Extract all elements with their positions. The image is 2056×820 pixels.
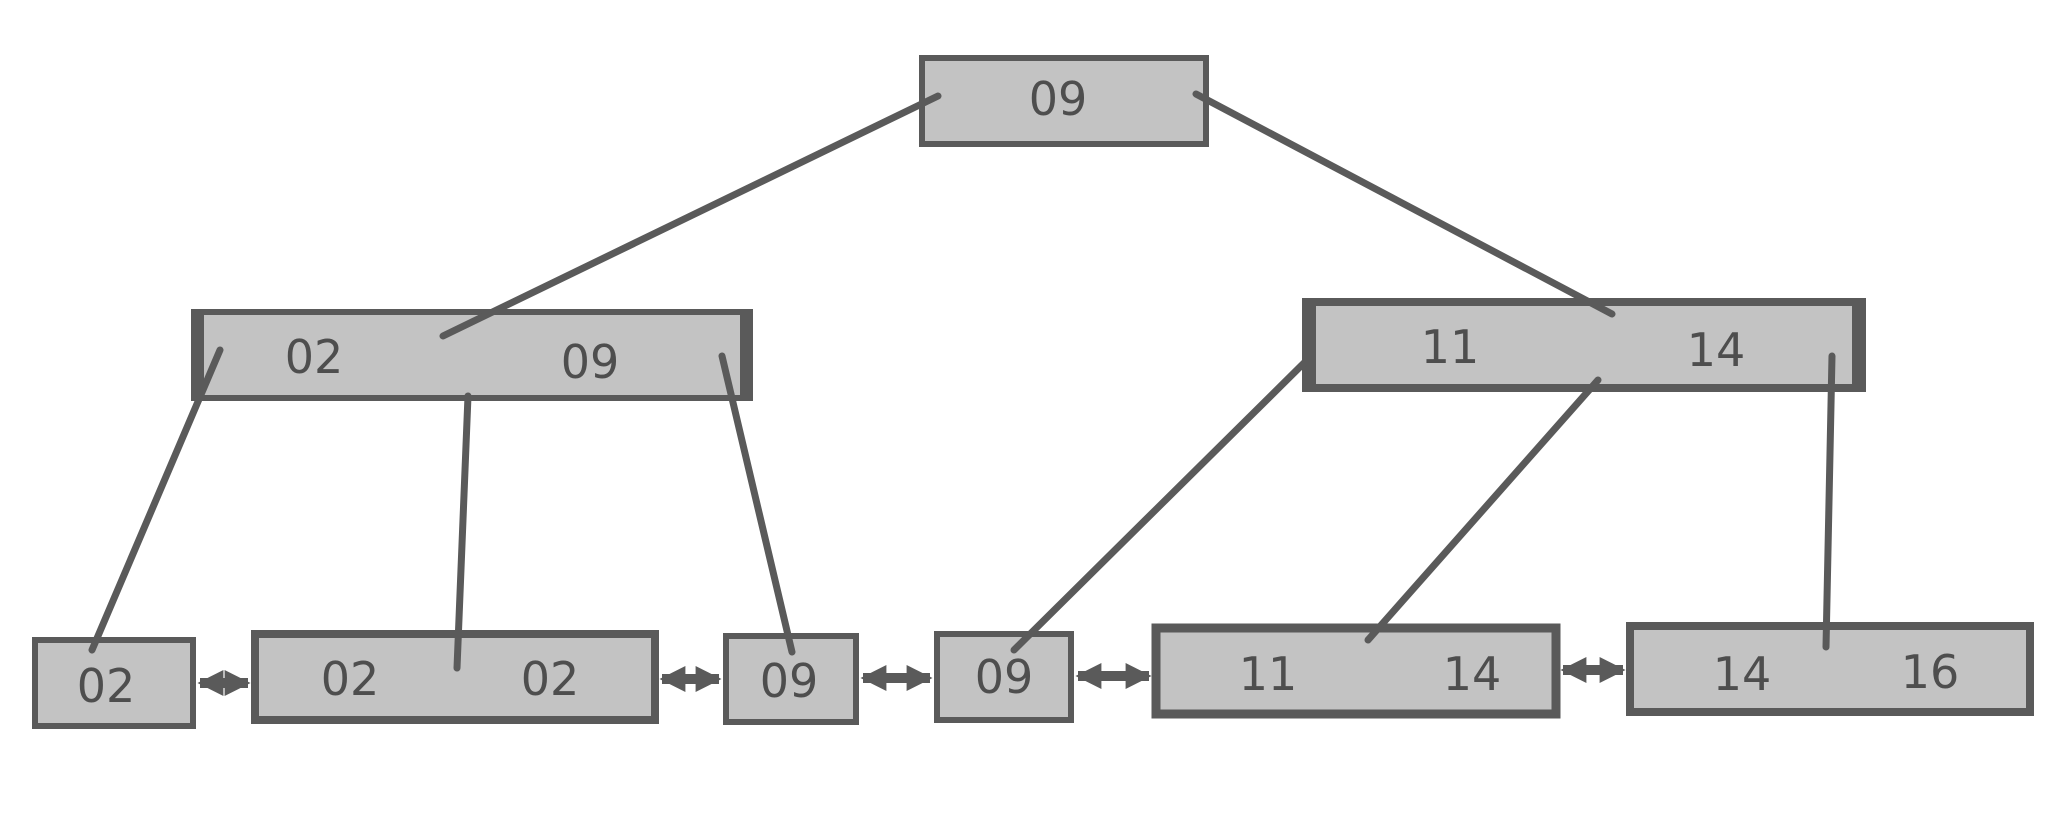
node-key: 16	[1901, 645, 1960, 699]
edge-root-to-right	[1192, 90, 1616, 318]
node-edge-bar	[1303, 302, 1316, 388]
tree-edges	[88, 90, 1836, 672]
node-box	[191, 309, 753, 401]
leaf-node: 02	[32, 637, 196, 729]
node-key: 02	[285, 330, 344, 384]
node-key: 02	[321, 652, 380, 706]
node-box	[1302, 298, 1866, 392]
leaf-node: 11 14	[1151, 623, 1561, 719]
node-key: 02	[521, 652, 580, 706]
edge-right-to-leaf-5	[1364, 376, 1602, 644]
node-box	[1626, 622, 2034, 716]
node-key: 14	[1713, 647, 1772, 701]
node-key: 09	[760, 654, 819, 708]
internal-node-right: 11 14	[1302, 298, 1866, 392]
leaf-node: 09	[934, 631, 1074, 723]
node-box	[1151, 623, 1561, 719]
edge-left-to-leaf-3	[718, 352, 796, 656]
node-key: 02	[77, 659, 136, 713]
internal-node-left: 02 09	[191, 309, 753, 401]
edge-right-to-leaf-6	[1822, 352, 1836, 651]
node-key: 09	[975, 650, 1034, 704]
node-key: 09	[1029, 72, 1088, 126]
node-box	[32, 637, 196, 729]
leaf-sibling-links	[197, 657, 1626, 696]
node-key: 11	[1239, 647, 1298, 701]
leaf-node: 14 16	[1626, 622, 2034, 716]
node-key: 09	[561, 335, 620, 389]
node-box	[934, 631, 1074, 723]
edge-right-to-leaf-4	[1010, 358, 1309, 654]
node-key: 14	[1687, 323, 1746, 377]
node-edge-bar	[740, 312, 753, 398]
node-key: 11	[1421, 320, 1480, 374]
node-key: 14	[1443, 647, 1502, 701]
root-node: 09	[919, 55, 1209, 147]
node-edge-bar	[1852, 302, 1865, 388]
edge-left-to-leaf-1	[88, 346, 224, 654]
edge-root-to-left	[439, 92, 942, 340]
edge-left-to-leaf-2	[453, 392, 472, 672]
node-edge-bar	[191, 312, 204, 398]
